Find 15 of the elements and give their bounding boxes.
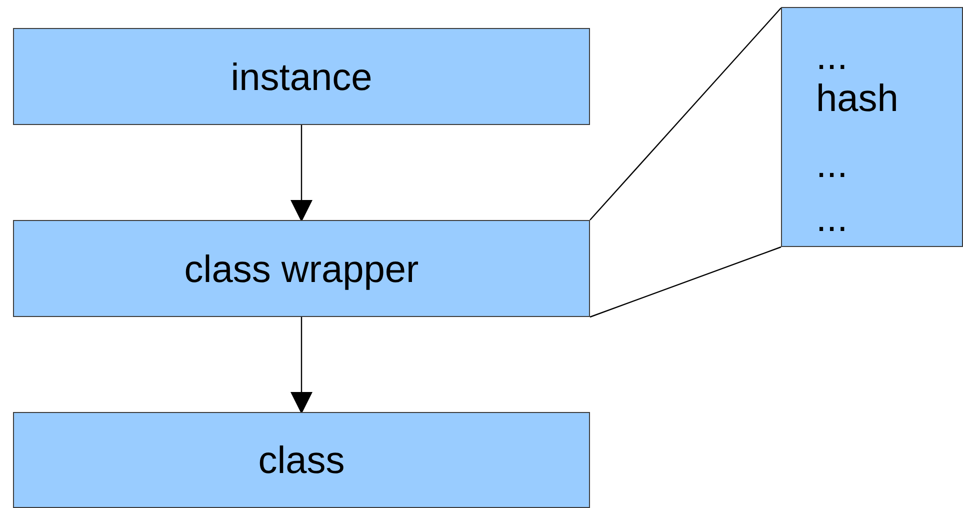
box-label: class wrapper [183, 250, 420, 288]
arrow [290, 317, 312, 414]
box-label: instance [230, 58, 374, 96]
box-label: ... [816, 200, 848, 238]
connector-line [590, 246, 782, 318]
process-box [13, 412, 590, 508]
process-box [13, 28, 590, 125]
connector-line [590, 8, 782, 220]
box-label: ... [816, 38, 848, 76]
arrow [290, 125, 312, 222]
process-box [781, 7, 963, 247]
box-label: hash [816, 80, 898, 118]
process-box [13, 220, 590, 317]
box-label: ... [816, 146, 848, 184]
box-label: class [257, 442, 346, 480]
